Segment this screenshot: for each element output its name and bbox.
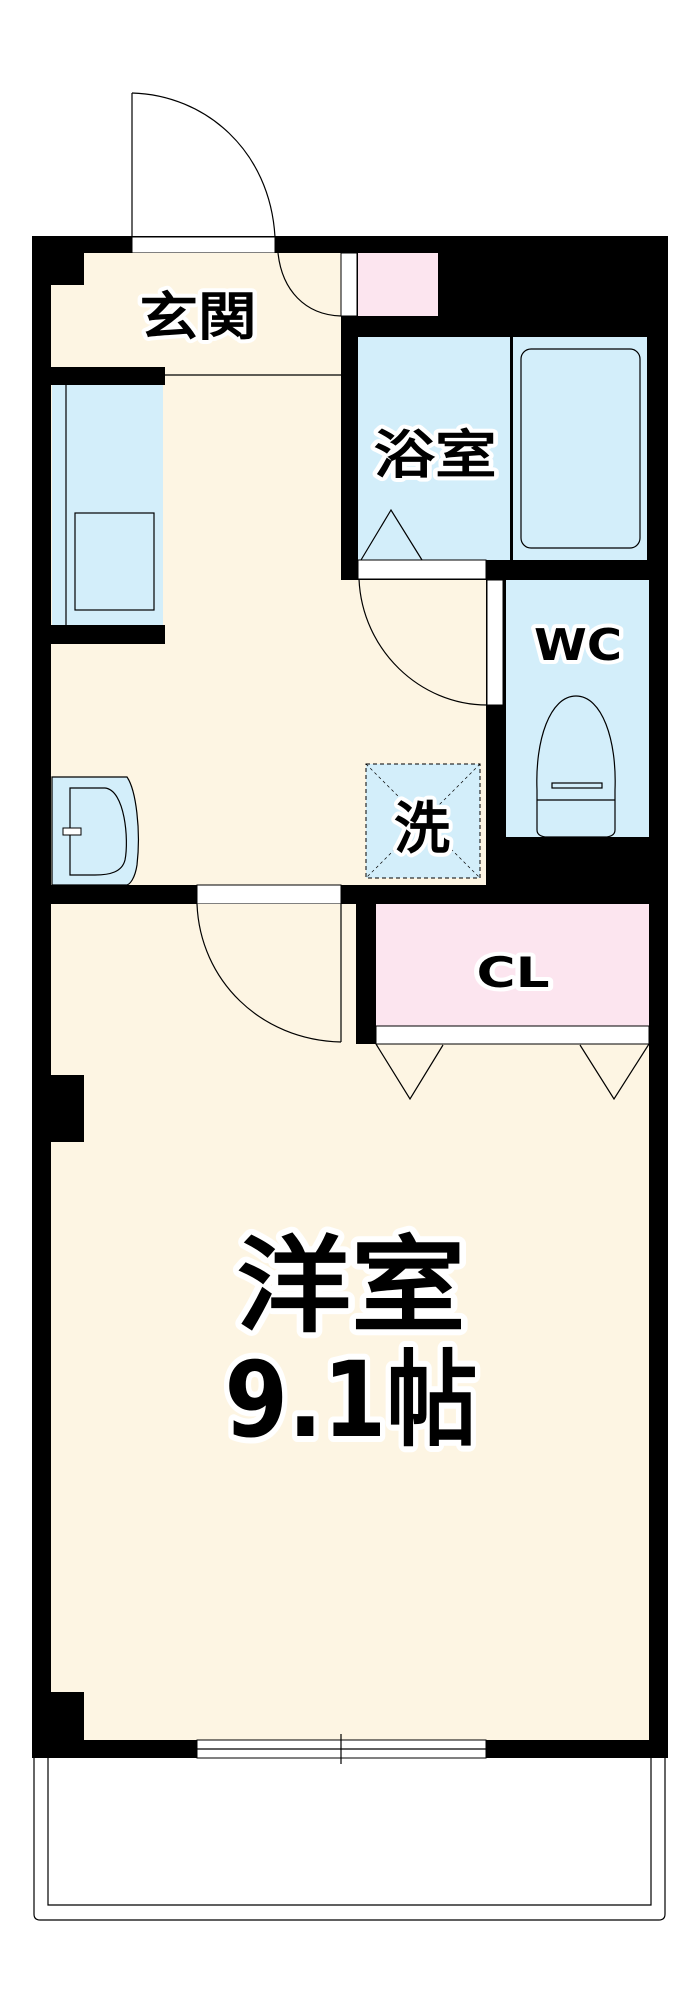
bathroom-label: 浴室 bbox=[374, 426, 497, 486]
kitchen-counter bbox=[52, 385, 163, 625]
closet-door-rail bbox=[375, 1025, 650, 1045]
bathroom-door-fold bbox=[360, 508, 423, 561]
wash-basin bbox=[51, 776, 139, 886]
balcony bbox=[33, 1758, 666, 1921]
washing-machine-space bbox=[365, 763, 481, 879]
wall-segment bbox=[32, 625, 165, 644]
toilet-label: WC bbox=[534, 620, 622, 671]
storage-box bbox=[358, 253, 438, 316]
shoe-cabinet-door-swing bbox=[277, 252, 342, 317]
closet-door-fold bbox=[375, 1043, 444, 1101]
room-door bbox=[196, 903, 342, 1043]
toilet-door-jamb bbox=[486, 579, 504, 706]
entrance-door bbox=[131, 92, 276, 238]
bathtub-area bbox=[513, 337, 647, 560]
closet-wall bbox=[356, 904, 376, 1044]
closet-label: CL bbox=[477, 948, 550, 997]
closet-floor bbox=[376, 904, 649, 1026]
entrance-label: 玄関 bbox=[140, 288, 257, 348]
closet-door-fold bbox=[579, 1043, 650, 1101]
western-room-label: 洋室 bbox=[237, 1225, 466, 1347]
corridor-door-swing bbox=[358, 578, 488, 706]
balcony-window bbox=[196, 1734, 487, 1764]
washer-label: 洗 bbox=[394, 797, 450, 862]
room-door-opening bbox=[196, 884, 342, 905]
stove bbox=[74, 512, 155, 611]
pillar bbox=[32, 1692, 84, 1758]
door-jamb bbox=[340, 252, 358, 317]
toilet-icon bbox=[536, 695, 616, 838]
wall-segment bbox=[32, 367, 165, 385]
western-room-size: 9.1帖 bbox=[225, 1339, 478, 1461]
bathroom-door bbox=[357, 559, 487, 580]
entrance-door-opening bbox=[131, 236, 276, 254]
pillar bbox=[32, 1075, 84, 1142]
bathtub bbox=[520, 348, 641, 549]
toilet-room-floor bbox=[506, 580, 649, 837]
